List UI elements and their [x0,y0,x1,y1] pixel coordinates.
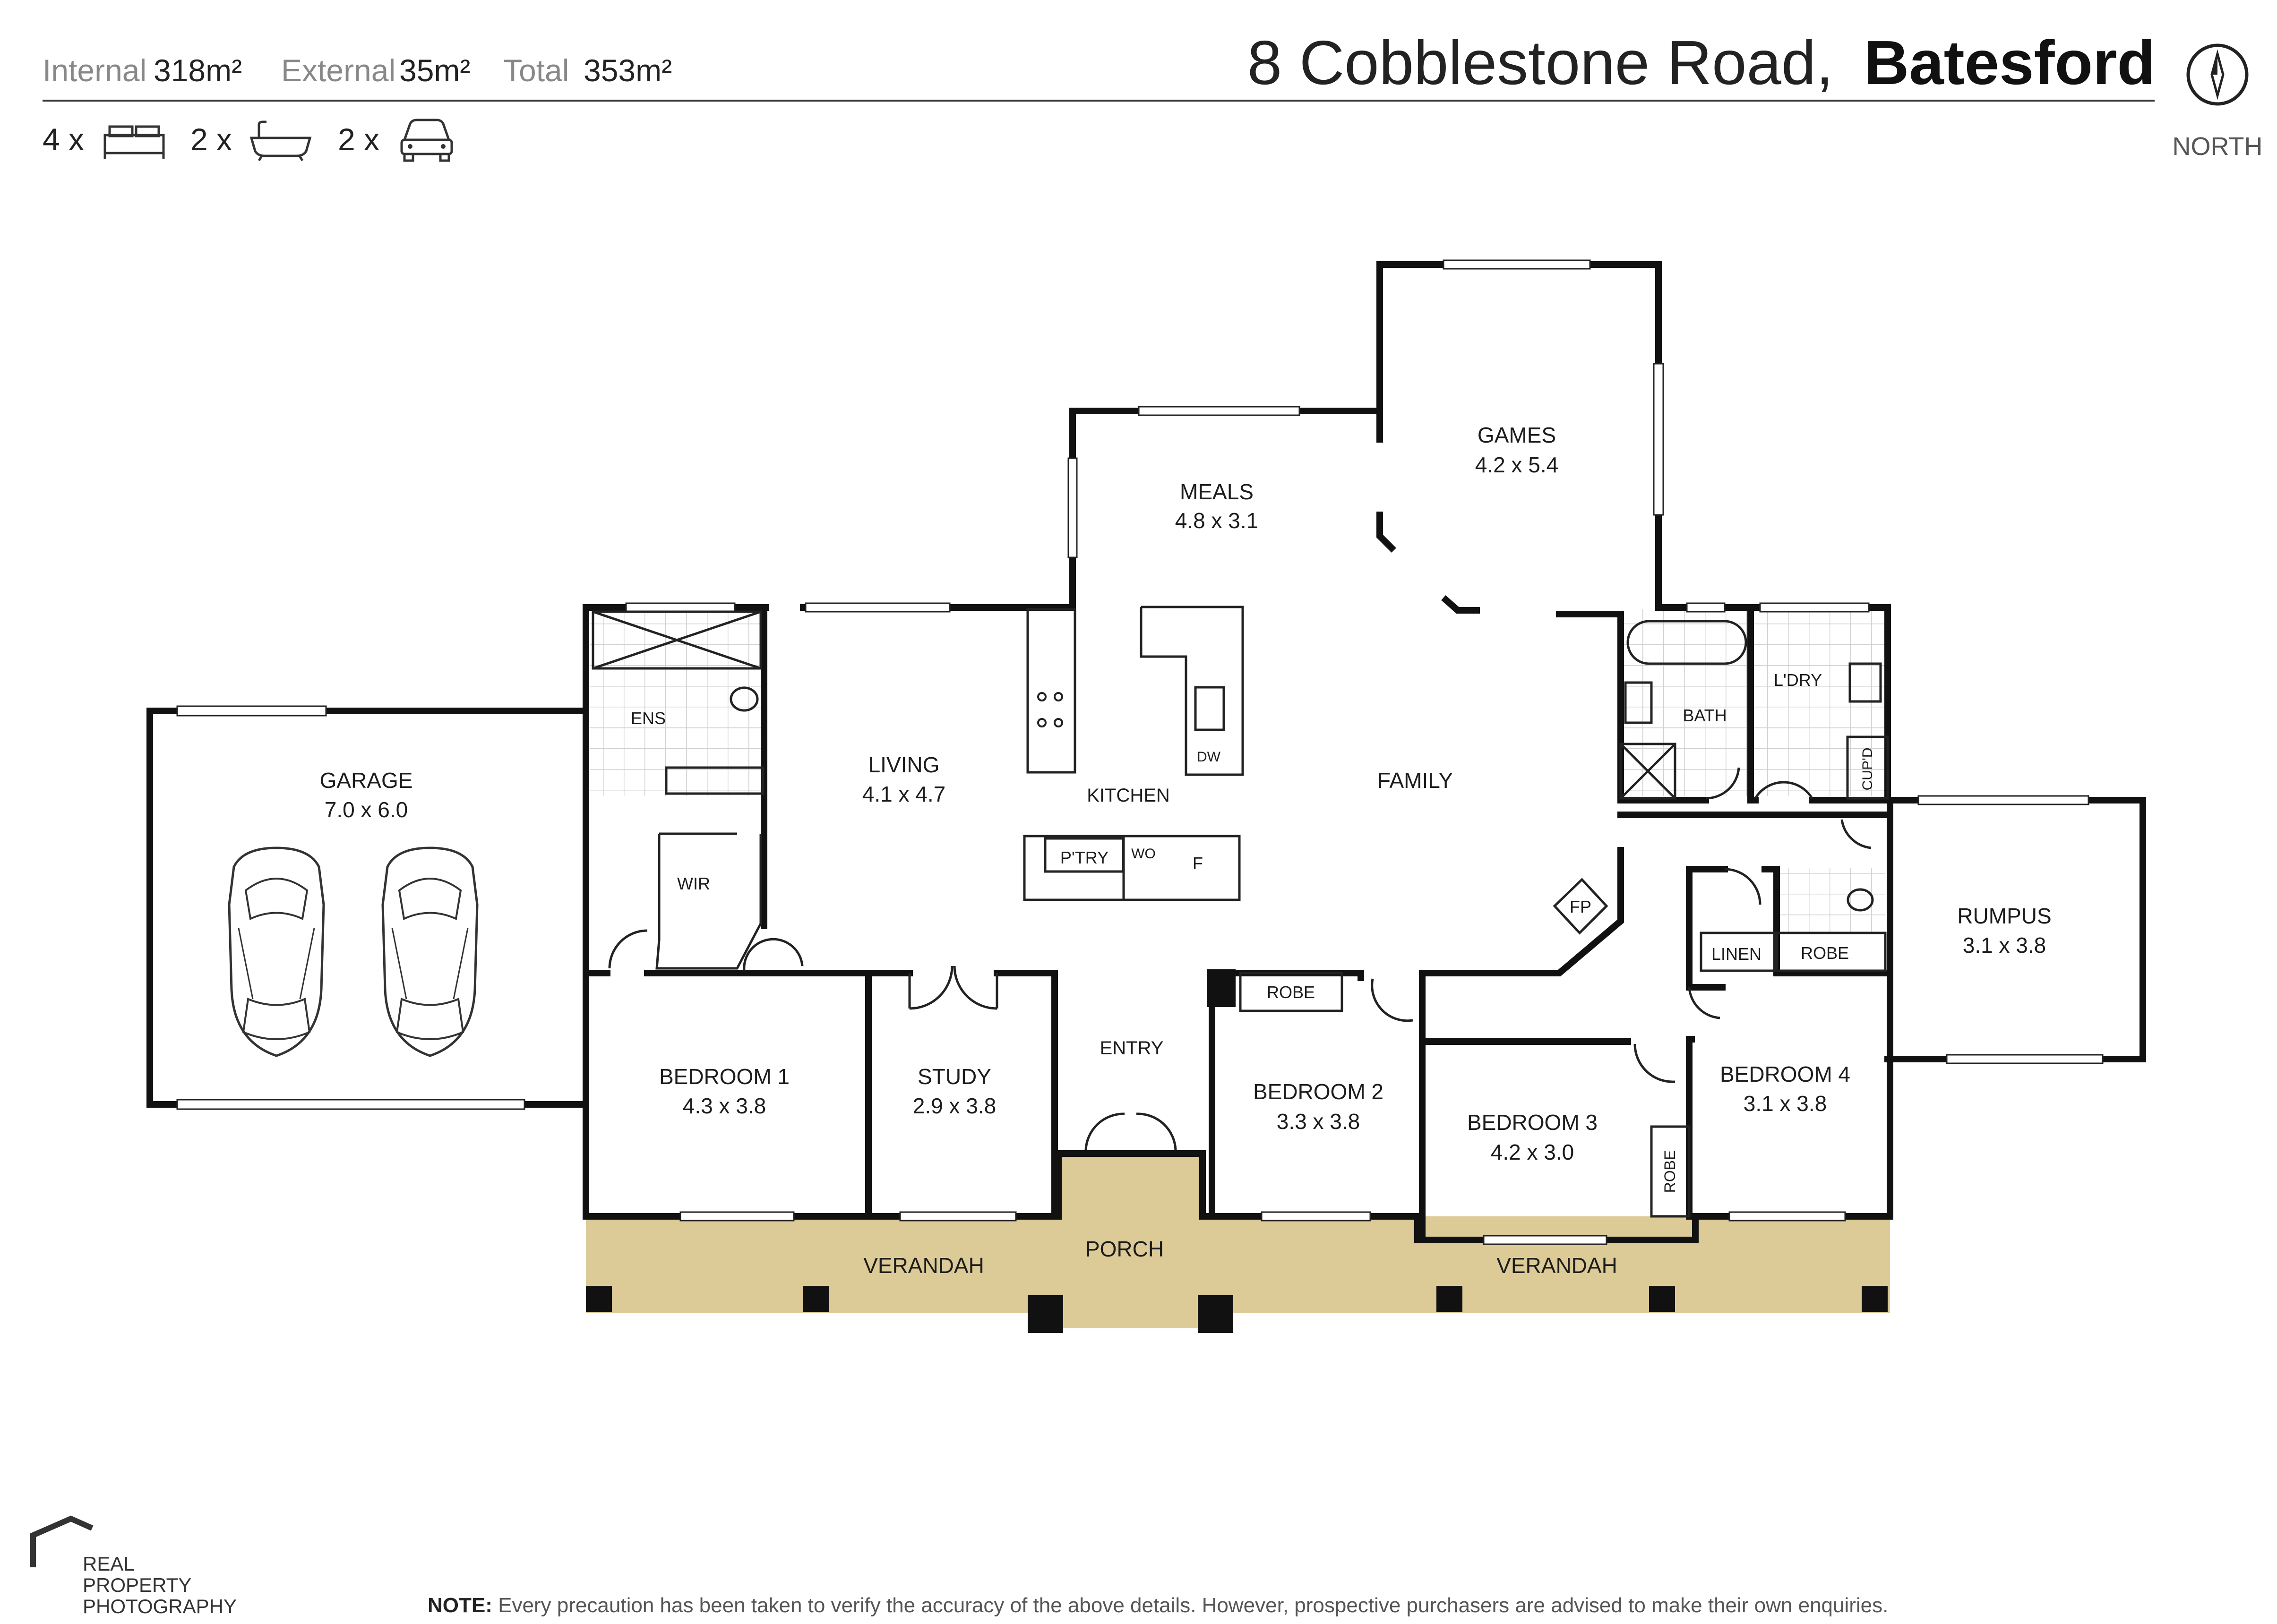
garage-label: GARAGE [320,768,413,793]
ldry-label: L'DRY [1774,670,1822,690]
wet-areas [590,609,1888,934]
dw-label: DW [1197,749,1221,765]
rumpus-label: RUMPUS [1957,904,2051,928]
address-suburb: Batesford [1864,28,2155,97]
header: Internal 318m² External 35m² Total 353m²… [43,28,2263,162]
cars-count: 2 x [338,122,379,157]
bedroom2-dim: 3.3 x 3.8 [1277,1109,1360,1134]
car-illustration [228,846,325,1057]
games-label: GAMES [1478,423,1556,447]
bath-icon [249,120,312,162]
brand-line1: REAL [83,1553,135,1575]
study-dim: 2.9 x 3.8 [913,1094,996,1118]
living-dim: 4.1 x 4.7 [862,782,945,806]
external-label: External [281,53,395,88]
compass-icon [2186,43,2249,106]
robe-ens-label: ROBE [1801,943,1849,963]
robe-bed2-label: ROBE [1267,983,1315,1002]
garage-dim: 7.0 x 6.0 [325,797,408,822]
bedroom4-label: BEDROOM 4 [1720,1062,1850,1086]
address-street: 8 Cobblestone Road, [1247,28,1833,97]
pantry-label: P'TRY [1060,848,1108,867]
games-dim: 4.2 x 5.4 [1475,453,1558,477]
rumpus-dim: 3.1 x 3.8 [1963,933,2046,957]
verandah-left-label: VERANDAH [863,1253,984,1278]
entry-label: ENTRY [1100,1038,1164,1059]
bedroom1-label: BEDROOM 1 [659,1064,790,1089]
meals-label: MEALS [1180,479,1254,504]
fixtures [592,606,1889,1218]
cupd-label: CUP'D [1860,748,1875,791]
room-labels: GAMES 4.2 x 5.4 MEALS 4.8 x 3.1 GARAGE 7… [320,423,2052,1278]
total-label: Total [503,53,569,88]
brand-line3: PHOTOGRAPHY [83,1595,237,1617]
footer: REAL PROPERTY PHOTOGRAPHY NOTE: Every pr… [30,1515,1888,1617]
family-label: FAMILY [1377,768,1453,793]
internal-value: 318m² [154,53,242,88]
kitchen-label: KITCHEN [1087,785,1170,806]
meals-dim: 4.8 x 3.1 [1175,508,1258,533]
bedroom3-dim: 4.2 x 3.0 [1491,1140,1574,1164]
internal-label: Internal [43,53,146,88]
bath-label: BATH [1683,706,1727,725]
verandah-right-label: VERANDAH [1496,1253,1617,1278]
fridge-label: F [1193,854,1203,873]
beds-count: 4 x [43,122,84,157]
linen-label: LINEN [1711,944,1761,964]
wir-label: WIR [677,874,710,893]
bedroom4-dim: 3.1 x 3.8 [1744,1091,1827,1116]
verandah-area [586,969,1890,1333]
brand-line2: PROPERTY [83,1574,191,1596]
disclaimer-note: NOTE: Every precaution has been taken to… [428,1594,1888,1617]
external-value: 35m² [399,53,470,88]
wo-label: WO [1131,846,1156,862]
bedroom1-dim: 4.3 x 3.8 [683,1094,766,1118]
north-label: NORTH [2172,132,2262,161]
note-text: Every precaution has been taken to verif… [492,1594,1889,1617]
bedroom2-label: BEDROOM 2 [1253,1079,1383,1104]
windows [176,259,2104,1245]
note-label: NOTE: [428,1594,492,1617]
ens-label: ENS [631,709,666,728]
living-label: LIVING [868,752,940,777]
bedroom3-label: BEDROOM 3 [1467,1110,1598,1135]
fp-label: FP [1570,897,1591,916]
total-value: 353m² [584,53,672,88]
brand-logo: REAL PROPERTY PHOTOGRAPHY [30,1515,237,1617]
porch-label: PORCH [1085,1237,1164,1261]
car-illustration [381,846,479,1057]
study-label: STUDY [918,1064,991,1089]
bed-icon [103,125,165,159]
robe-bed3-label: ROBE [1661,1150,1678,1193]
baths-count: 2 x [190,122,232,157]
car-icon [400,119,453,162]
